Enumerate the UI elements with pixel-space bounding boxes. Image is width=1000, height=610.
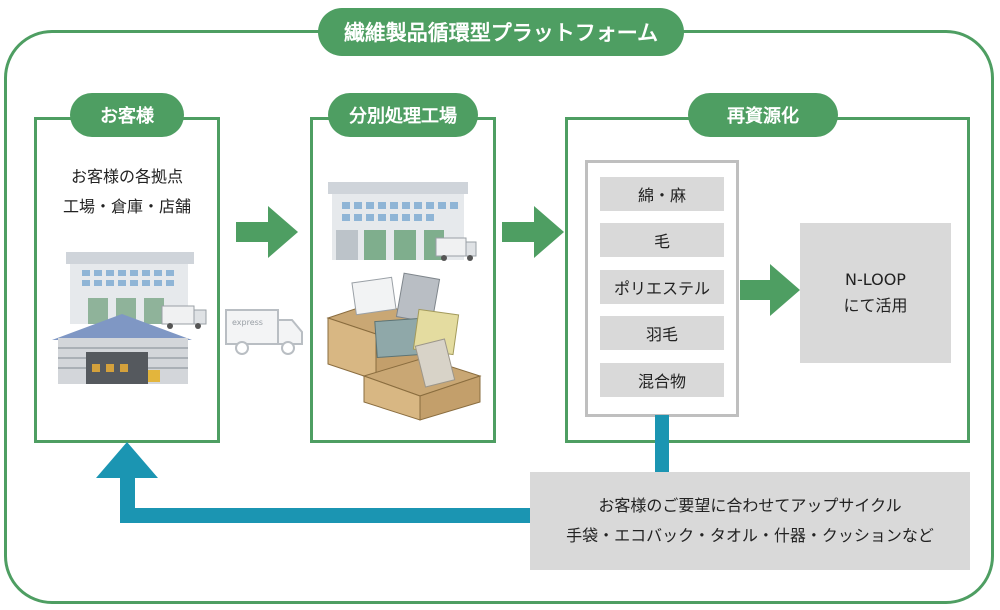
platform-title: 繊維製品循環型プラットフォーム [318,8,684,56]
nloop-usage: にて活用 [843,296,908,315]
category-cotton-linen: 綿・麻 [600,177,724,211]
truck-badge: express [232,318,263,327]
upcycle-products-box: お客様のご要望に合わせてアップサイクル 手袋・エコバック・タオル・什器・クッショ… [530,472,970,570]
customer-label: お客様 [70,93,184,137]
category-wool: 毛 [600,223,724,257]
category-polyester: ポリエステル [600,270,724,304]
upcycle-line2: 手袋・エコバック・タオル・什器・クッションなど [566,526,934,545]
arrow-to-nloop [740,264,800,316]
factory-building-illustration [328,182,477,261]
nloop-box: N-LOOP にて活用 [800,223,951,363]
customer-location-line2: 工場・倉庫・店舗 [62,197,191,216]
category-mixed: 混合物 [600,363,724,397]
upcycle-line1: お客様のご要望に合わせてアップサイクル [598,496,902,515]
clothing-boxes-illustration [326,272,482,421]
factory-label: 分別処理工場 [328,93,478,137]
recycle-label: 再資源化 [688,93,838,137]
customer-panel [34,117,220,443]
category-down: 羽毛 [600,316,724,350]
arrow-to-factory [236,206,298,258]
customer-location-line1: お客様の各拠点 [70,167,183,186]
delivery-truck-illustration [225,309,303,355]
nloop-name: N-LOOP [845,270,906,289]
customer-warehouse-illustration [52,252,207,384]
arrow-to-recycle [502,206,564,258]
